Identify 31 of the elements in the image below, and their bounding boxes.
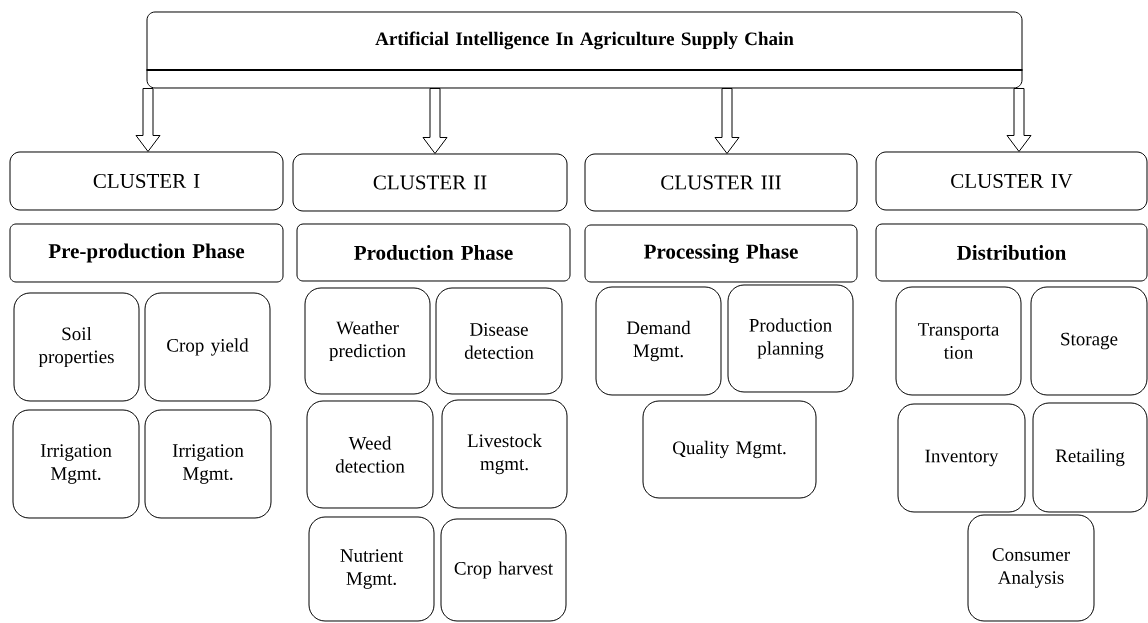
cluster-box: CLUSTER III [584,153,858,212]
topic-box: Irrigation Mgmt. [144,409,272,519]
hollow-arrow [422,88,448,154]
topic-box: Nutrient Mgmt. [308,516,435,622]
topic-box: Production planning [727,284,854,393]
topic-box: Storage [1030,286,1148,396]
hollow-arrow [135,88,161,152]
topic-box: Consumer Analysis [967,514,1095,622]
topic-box: Livestock mgmt. [441,399,568,509]
topic-box: Retailing [1032,402,1148,513]
cluster-box: CLUSTER II [292,153,568,212]
title-box: Artificial Intelligence In Agriculture Supply Chain [145,11,1024,89]
phase-box: Pre-production Phase [9,223,284,283]
phase-box: Processing Phase [584,224,858,283]
hollow-arrow [714,88,740,154]
topic-box: Crop harvest [440,518,567,622]
topic-box: Transporta tion [895,286,1022,396]
topic-box: Quality Mgmt. [642,400,817,499]
topic-box: Weed detection [306,400,434,509]
topic-box: Demand Mgmt. [595,286,722,396]
phase-box: Production Phase [296,223,571,282]
topic-box: Soil properties [13,292,140,402]
topic-box: Weather prediction [304,287,431,395]
cluster-box: CLUSTER I [9,151,284,211]
topic-box: Irrigation Mgmt. [12,409,140,519]
topic-box: Inventory [897,403,1026,513]
phase-box: Distribution [875,223,1148,282]
cluster-box: CLUSTER IV [875,151,1148,211]
topic-box: Crop yield [144,292,271,402]
topic-box: Disease detection [435,287,563,395]
hollow-arrow [1006,88,1032,152]
